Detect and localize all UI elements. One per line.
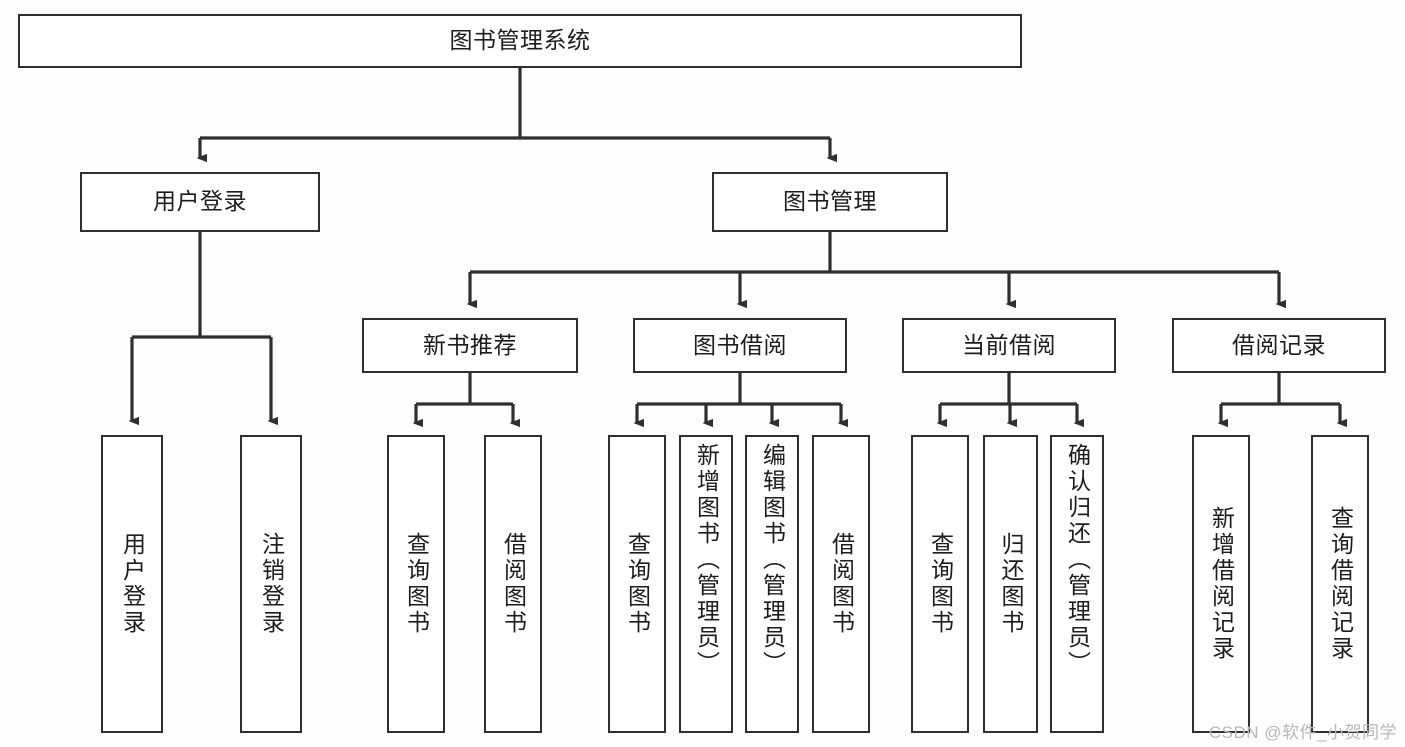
node-leaf-query-book-3[interactable]: 查询图书: [911, 435, 969, 733]
node-leaf-logout-label: 注销登录: [258, 532, 285, 636]
node-new-book-recommend[interactable]: 新书推荐: [362, 318, 578, 373]
node-leaf-borrow-book-1-label: 借阅图书: [500, 532, 527, 636]
node-leaf-query-book-2[interactable]: 查询图书: [608, 435, 666, 733]
node-leaf-user-login[interactable]: 用户登录: [101, 435, 163, 733]
node-leaf-edit-book-label: 编辑图书（管理员）: [759, 443, 786, 677]
node-book-manage-label: 图书管理: [783, 188, 877, 215]
node-book-borrow[interactable]: 图书借阅: [633, 318, 847, 373]
node-borrow-record-label: 借阅记录: [1232, 331, 1326, 358]
node-leaf-user-login-label: 用户登录: [119, 532, 146, 636]
node-current-borrow[interactable]: 当前借阅: [902, 318, 1116, 373]
node-leaf-borrow-book-2[interactable]: 借阅图书: [812, 435, 870, 733]
node-leaf-confirm-return[interactable]: 确认归还（管理员）: [1050, 435, 1104, 733]
node-borrow-record[interactable]: 借阅记录: [1172, 318, 1386, 373]
node-root-label: 图书管理系统: [449, 27, 591, 54]
node-leaf-return-book-label: 归还图书: [998, 532, 1024, 636]
node-leaf-query-record-label: 查询借阅记录: [1327, 506, 1354, 662]
node-leaf-edit-book[interactable]: 编辑图书（管理员）: [745, 435, 799, 733]
node-leaf-confirm-return-label: 确认归还（管理员）: [1064, 443, 1091, 677]
node-leaf-return-book[interactable]: 归还图书: [983, 435, 1038, 733]
node-root-system[interactable]: 图书管理系统: [18, 14, 1022, 68]
node-user-login-label: 用户登录: [153, 188, 247, 215]
node-leaf-query-book-1[interactable]: 查询图书: [387, 435, 445, 733]
node-leaf-add-record-label: 新增借阅记录: [1208, 506, 1235, 662]
node-leaf-borrow-book-1[interactable]: 借阅图书: [484, 435, 542, 733]
node-book-manage[interactable]: 图书管理: [712, 172, 948, 232]
node-leaf-add-record[interactable]: 新增借阅记录: [1192, 435, 1250, 733]
node-leaf-query-book-3-label: 查询图书: [927, 532, 954, 636]
node-leaf-logout[interactable]: 注销登录: [240, 435, 302, 733]
node-leaf-borrow-book-2-label: 借阅图书: [828, 532, 855, 636]
node-leaf-add-book[interactable]: 新增图书（管理员）: [679, 435, 733, 733]
node-leaf-add-book-label: 新增图书（管理员）: [693, 443, 720, 677]
node-leaf-query-book-1-label: 查询图书: [403, 532, 430, 636]
node-book-borrow-label: 图书借阅: [693, 331, 787, 358]
node-user-login[interactable]: 用户登录: [80, 172, 320, 232]
node-current-borrow-label: 当前借阅: [962, 331, 1056, 358]
node-leaf-query-book-2-label: 查询图书: [624, 532, 651, 636]
node-leaf-query-record[interactable]: 查询借阅记录: [1311, 435, 1369, 733]
node-new-book-recommend-label: 新书推荐: [423, 331, 517, 358]
